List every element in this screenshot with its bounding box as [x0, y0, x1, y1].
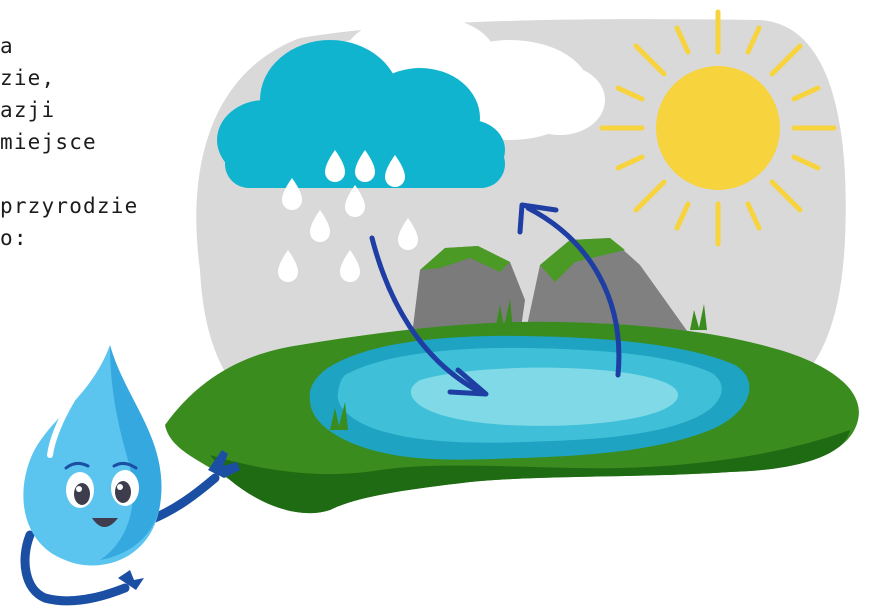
sun-icon: [602, 12, 834, 244]
